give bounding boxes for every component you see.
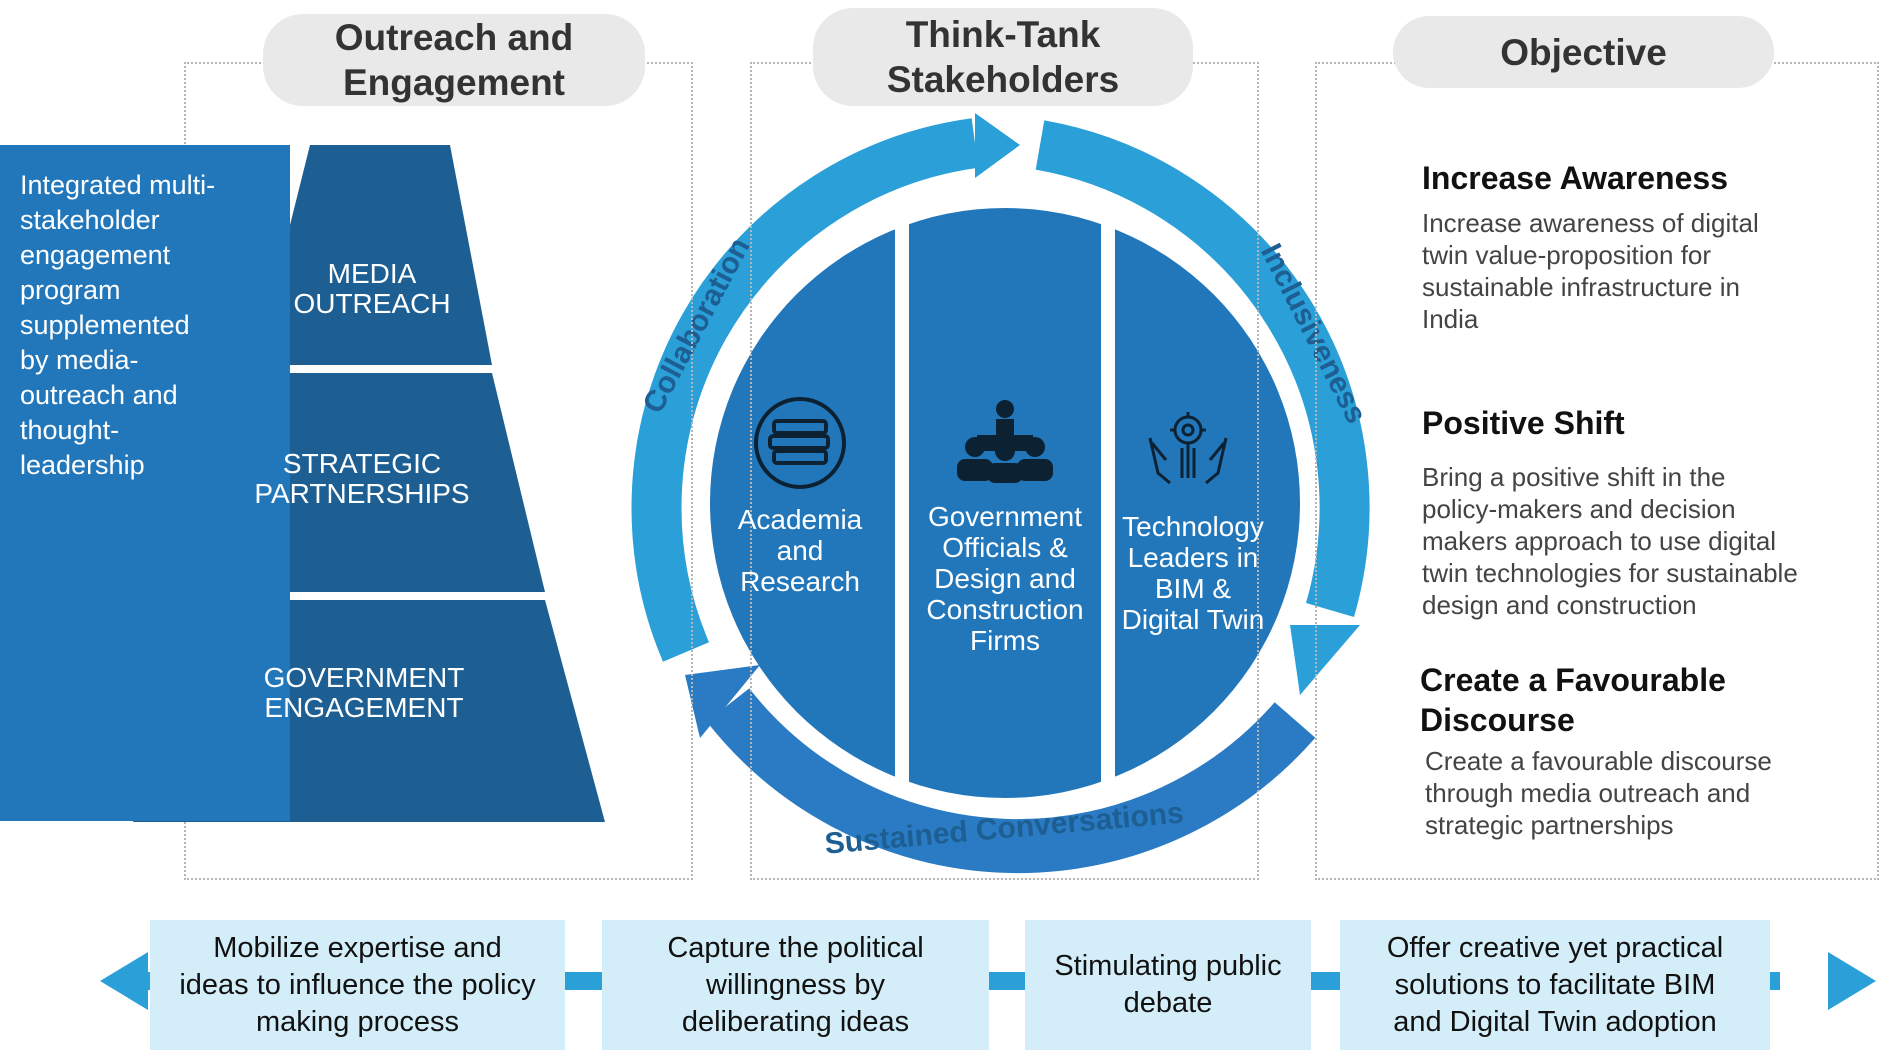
capture-line3: deliberating ideas xyxy=(681,1005,910,1038)
gov-officials-line2: Officials & xyxy=(942,532,1068,563)
media-outreach-label: MEDIA OUTREACH xyxy=(272,259,472,319)
left-description-text: Integrated multi-stakeholder engagement … xyxy=(20,170,216,480)
discourse-title-line2: Discourse xyxy=(1420,702,1575,738)
capture-line2: willingness by xyxy=(706,968,885,1001)
government-officials-label: Government Officials & Design and Constr… xyxy=(915,501,1095,656)
offer-line2: solutions to facilitate BIM xyxy=(1394,968,1716,1001)
objective-title-positive-shift: Positive Shift xyxy=(1422,405,1625,441)
gov-officials-line4: Construction xyxy=(926,594,1084,625)
awareness-line4: India xyxy=(1422,304,1479,334)
academia-line2: and xyxy=(776,535,824,566)
mobilize-line1: Mobilize expertise and xyxy=(213,931,502,964)
column-divider-2 xyxy=(1101,205,1115,805)
sustained-arrowhead xyxy=(685,665,760,738)
government-engagement-line1: GOVERNMENT xyxy=(263,662,465,693)
strategic-partnerships-label: STRATEGIC PARTNERSHIPS xyxy=(232,449,492,509)
discourse-line3: strategic partnerships xyxy=(1425,810,1674,840)
inclusiveness-arrowhead xyxy=(1290,625,1360,695)
strategic-partnerships-line2: PARTNERSHIPS xyxy=(254,478,470,509)
stimulating-line2: debate xyxy=(1123,987,1213,1019)
think-tank-header-text: Think-Tank Stakeholders xyxy=(886,14,1120,100)
stimulating-line1: Stimulating public xyxy=(1054,950,1282,982)
outreach-header-text: Outreach and Engagement xyxy=(334,17,574,103)
media-outreach-line1: MEDIA xyxy=(327,258,417,289)
awareness-line1: Increase awareness of digital xyxy=(1422,208,1759,238)
collaboration-arc xyxy=(631,118,979,662)
objective-text-awareness: Increase awareness of digital twin value… xyxy=(1422,207,1759,335)
government-engagement-label: GOVERNMENT ENGAGEMENT xyxy=(229,663,499,723)
discourse-line1: Create a favourable discourse xyxy=(1425,746,1772,776)
stakeholder-circle xyxy=(710,208,1300,798)
awareness-line2: twin value-proposition for xyxy=(1422,240,1712,270)
bottom-box-mobilize: Mobilize expertise and ideas to influenc… xyxy=(150,920,565,1050)
objective-title-awareness: Increase Awareness xyxy=(1422,160,1728,196)
tech-leaders-line2: Leaders in xyxy=(1127,542,1259,573)
positive-shift-line5: design and construction xyxy=(1422,590,1697,620)
capture-line1: Capture the political xyxy=(667,931,924,964)
mobilize-line2: ideas to influence the policy xyxy=(179,968,536,1001)
offer-line3: and Digital Twin adoption xyxy=(1393,1005,1717,1038)
objective-title-favourable-discourse: Create a Favourable Discourse xyxy=(1420,660,1726,740)
positive-shift-line2: policy-makers and decision xyxy=(1422,494,1736,524)
academia-line3: Research xyxy=(740,566,860,597)
discourse-title-line1: Create a Favourable xyxy=(1420,662,1726,698)
gov-officials-line3: Design and xyxy=(934,563,1076,594)
bottom-box-stimulating: Stimulating public debate xyxy=(1025,920,1311,1050)
government-engagement-line2: ENGAGEMENT xyxy=(264,692,464,723)
collaboration-arrowhead xyxy=(975,113,1020,178)
positive-shift-line1: Bring a positive shift in the xyxy=(1422,462,1726,492)
outreach-header: Outreach and Engagement xyxy=(263,14,645,106)
objective-header: Objective xyxy=(1393,16,1774,88)
sustained-arc xyxy=(706,688,1316,874)
think-tank-header: Think-Tank Stakeholders xyxy=(813,8,1193,106)
media-outreach-line2: OUTREACH xyxy=(293,288,451,319)
mobilize-line3: making process xyxy=(255,1005,460,1038)
strategic-partnerships-line1: STRATEGIC xyxy=(282,448,442,479)
timeline-left-arrow xyxy=(100,952,148,1010)
stakeholders-section-frame xyxy=(750,62,1259,880)
tech-leaders-line3: BIM & xyxy=(1154,573,1232,604)
inclusiveness-arc xyxy=(1035,120,1370,617)
objective-header-text: Objective xyxy=(1500,31,1667,73)
bottom-box-capture: Capture the political willingness by del… xyxy=(602,920,989,1050)
left-description-band xyxy=(0,145,290,821)
awareness-line3: sustainable infrastructure in xyxy=(1422,272,1740,302)
tech-leaders-line4: Digital Twin xyxy=(1121,604,1265,635)
objective-text-favourable-discourse: Create a favourable discourse through me… xyxy=(1425,745,1772,841)
academia-line1: Academia xyxy=(737,504,863,535)
gear-hands-icon xyxy=(1148,412,1228,485)
tech-leaders-line1: Technology xyxy=(1122,511,1264,542)
bottom-box-offer: Offer creative yet practical solutions t… xyxy=(1340,920,1770,1050)
discourse-line2: through media outreach and xyxy=(1425,778,1751,808)
meeting-icon xyxy=(957,400,1053,483)
column-divider-1 xyxy=(895,205,909,805)
technology-leaders-label: Technology Leaders in BIM & Digital Twin xyxy=(1113,511,1273,635)
pyramid-layer-media xyxy=(255,145,492,365)
timeline-right-arrow xyxy=(1828,952,1876,1010)
objective-text-positive-shift: Bring a positive shift in the policy-mak… xyxy=(1422,461,1798,621)
books-icon xyxy=(754,397,846,489)
offer-line1: Offer creative yet practical xyxy=(1386,931,1724,964)
positive-shift-line4: twin technologies for sustainable xyxy=(1422,558,1798,588)
academia-label: Academia and Research xyxy=(720,504,880,597)
positive-shift-line3: makers approach to use digital xyxy=(1422,526,1777,556)
gov-officials-line5: Firms xyxy=(970,625,1040,656)
gov-officials-line1: Government xyxy=(927,501,1083,532)
